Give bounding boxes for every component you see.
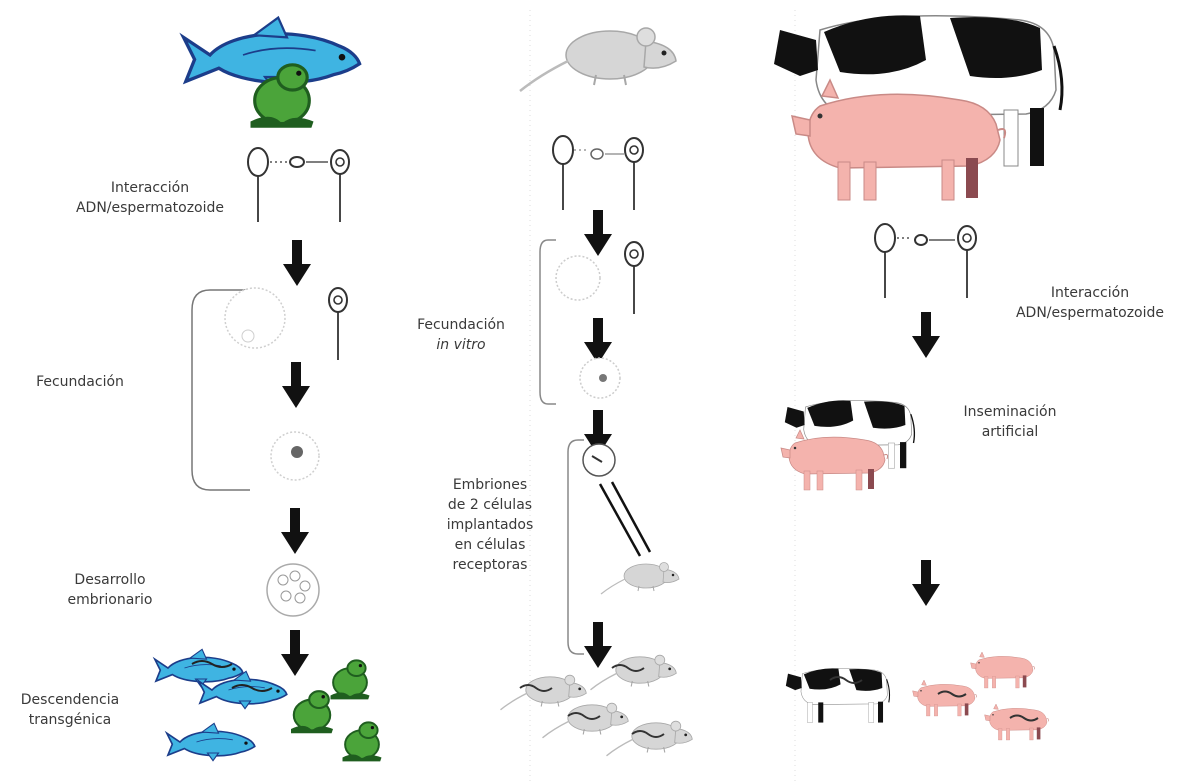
label-dna-sperm-interaction: Interacción ADN/espermatozoide — [70, 178, 230, 218]
label-line: Inseminación — [940, 402, 1080, 422]
label-line: artificial — [940, 422, 1080, 442]
label-line: implantados — [425, 515, 555, 535]
dna-sperm-interaction-icon — [875, 224, 976, 298]
sperm-dna-icon — [329, 288, 347, 360]
label-line: ADN/espermatozoide — [70, 198, 230, 218]
label-two-cell-embryos: Embriones de 2 células implantados en cé… — [425, 475, 555, 575]
label-line: en células — [425, 535, 555, 555]
label-line: embrionario — [40, 590, 180, 610]
arrow-down-icon — [912, 312, 940, 358]
label-embryonic-development: Desarrollo embrionario — [40, 570, 180, 610]
label-line: Interacción — [70, 178, 230, 198]
label-line: Embriones — [425, 475, 555, 495]
transgenic-fish-offspring — [155, 649, 287, 760]
arrow-down-icon — [584, 622, 612, 668]
implantation-bracket — [568, 440, 584, 654]
label-transgenic-offspring: Descendencia transgénica — [0, 690, 140, 730]
label-line: ADN/espermatozoide — [1010, 303, 1170, 323]
egg-cell-icon — [556, 256, 600, 300]
label-line: Fecundación — [396, 315, 526, 335]
label-artificial-insemination: Inseminación artificial — [940, 402, 1080, 442]
dna-sperm-interaction-icon — [248, 148, 349, 222]
label-line: Descendencia — [0, 690, 140, 710]
arrow-down-icon — [283, 240, 311, 286]
ivf-sperm-egg-icon — [553, 136, 643, 210]
arrow-down-icon — [281, 508, 309, 554]
mouse-illustration — [520, 28, 676, 91]
label-line: Interacción — [1010, 283, 1170, 303]
transgenic-mouse-offspring — [501, 655, 693, 756]
embryo-icon — [267, 564, 319, 616]
arrow-down-icon — [281, 630, 309, 676]
label-line: transgénica — [0, 710, 140, 730]
label-fertilization: Fecundación — [10, 372, 150, 392]
pipette-icon — [600, 482, 650, 556]
arrow-down-icon — [912, 560, 940, 606]
recipient-mouse-illustration — [601, 563, 679, 595]
transgenic-pig-offspring — [913, 652, 1049, 740]
label-in-vitro-fertilization: Fecundación in vitro — [396, 315, 526, 355]
label-dna-sperm-interaction-livestock: Interacción ADN/espermatozoide — [1010, 283, 1170, 323]
label-line: in vitro — [396, 335, 526, 355]
arrow-down-icon — [584, 318, 612, 364]
label-line: de 2 células — [425, 495, 555, 515]
ivf-bracket — [540, 240, 556, 404]
label-line: receptoras — [425, 555, 555, 575]
label-line: Fecundación — [10, 372, 150, 392]
sperm-dna-icon — [625, 242, 643, 314]
arrow-down-icon — [282, 362, 310, 408]
arrow-down-icon — [584, 210, 612, 256]
transgenic-frog-offspring — [291, 660, 382, 761]
egg-cell-icon — [225, 288, 285, 348]
label-line: Desarrollo — [40, 570, 180, 590]
